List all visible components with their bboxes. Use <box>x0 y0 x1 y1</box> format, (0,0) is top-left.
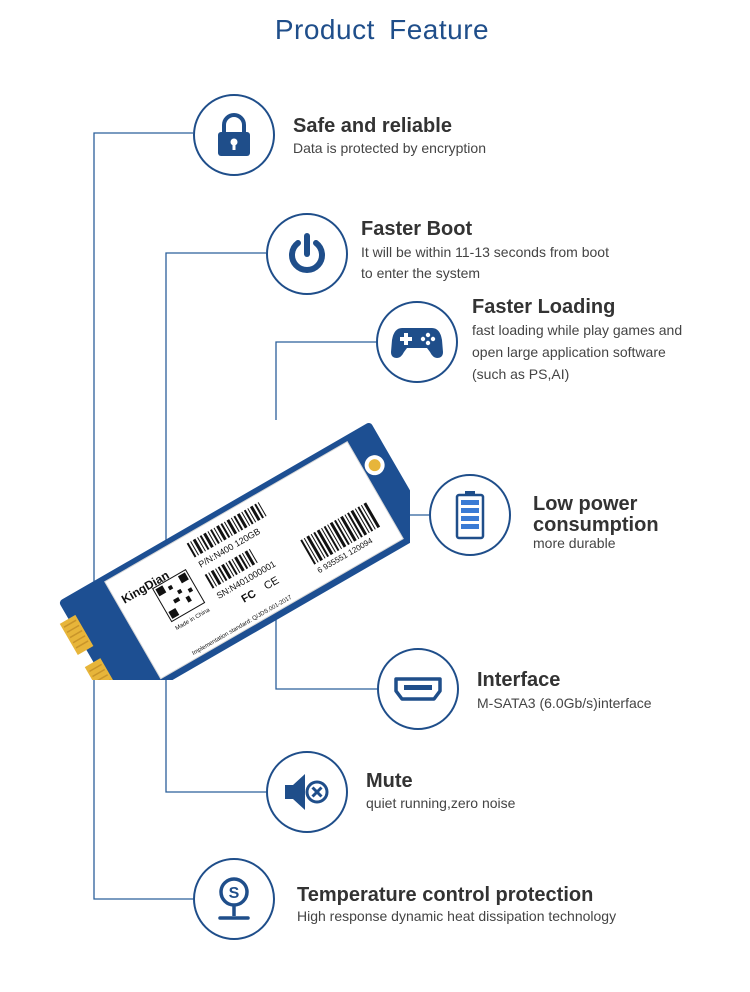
feature-safe-icon-circle <box>193 94 275 176</box>
outer-connector-line <box>93 132 193 900</box>
middle-connector-line <box>165 252 266 793</box>
battery-icon <box>455 491 485 540</box>
feature-power-title-line-1: Low power <box>533 493 638 515</box>
feature-boot-desc-line-2: to enter the system <box>361 265 481 281</box>
feature-power-icon-circle <box>429 474 511 556</box>
feature-power-desc: more durable <box>533 535 616 551</box>
feature-loading-desc-line-2: open large application software <box>472 344 666 360</box>
thermometer-icon: S <box>218 877 250 920</box>
ssd-label <box>104 441 404 680</box>
gamepad-icon <box>391 328 443 358</box>
lower-inner-connector-line <box>275 602 377 690</box>
lock-icon <box>218 113 250 156</box>
feature-temperature-title: Temperature control protection <box>297 884 594 906</box>
feature-loading-title: Faster Loading <box>472 296 616 318</box>
feature-interface-icon-circle <box>377 648 459 730</box>
feature-boot-title: Faster Boot <box>361 218 473 240</box>
feature-mute-icon-circle <box>266 751 348 833</box>
upper-inner-connector-line <box>275 341 376 420</box>
svg-text:S: S <box>229 885 240 902</box>
hdmi-port-icon <box>394 677 442 701</box>
feature-temperature-desc: High response dynamic heat dissipation t… <box>297 908 617 924</box>
feature-mute-desc: quiet running,zero noise <box>366 795 516 811</box>
feature-boot-desc-line-1: It will be within 11-13 seconds from boo… <box>361 244 609 260</box>
power-icon <box>289 233 325 273</box>
mute-speaker-icon <box>285 774 329 810</box>
feature-safe-title: Safe and reliable <box>293 115 452 137</box>
ssd-qr-code <box>151 569 206 623</box>
feature-power-title-line-2: consumption <box>533 514 659 536</box>
feature-boot-icon-circle <box>266 213 348 295</box>
feature-loading-icon-circle <box>376 301 458 383</box>
page-title: Product Feature <box>274 14 490 45</box>
feature-loading-desc-line-1: fast loading while play games and <box>472 322 683 338</box>
feature-temperature-icon-circle: S <box>193 858 275 940</box>
feature-loading-desc-line-3: (such as PS,AI) <box>472 366 570 382</box>
feature-mute-title: Mute <box>366 770 413 792</box>
feature-safe-desc: Data is protected by encryption <box>293 140 486 156</box>
ssd-product-image: KingDian P/N:N400 120GB SN:N401000001 Ma… <box>59 422 410 680</box>
feature-interface-title: Interface <box>477 669 561 691</box>
feature-interface-desc: M-SATA3 (6.0Gb/s)interface <box>477 695 652 711</box>
